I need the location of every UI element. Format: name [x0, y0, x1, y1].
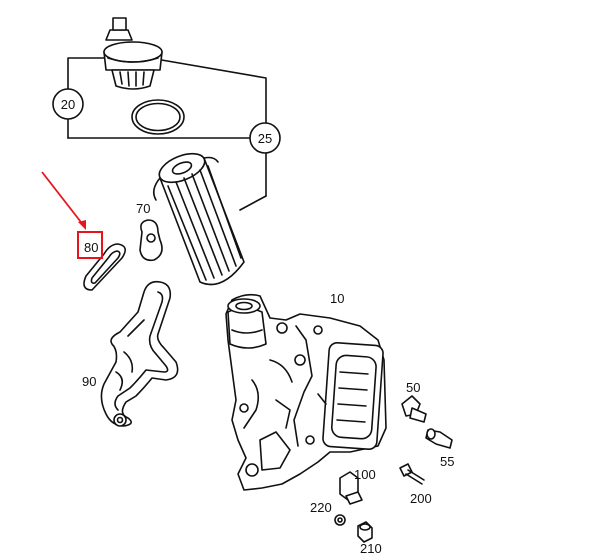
callout-20-text: 20: [61, 97, 75, 112]
label-90: 90: [82, 374, 96, 389]
label-220: 220: [310, 500, 332, 515]
sensor-55: [425, 428, 453, 449]
small-seal-70: [139, 219, 163, 262]
label-210: 210: [360, 541, 382, 556]
highlight-arrowhead: [78, 220, 86, 230]
label-10: 10: [330, 291, 344, 306]
highlight-arrow-line: [41, 171, 85, 227]
plug-210: [357, 521, 373, 543]
bolt-200: [399, 463, 425, 485]
filter-element: [152, 152, 245, 286]
highlight-annotation: [41, 171, 103, 259]
callout-25-text: 25: [258, 131, 272, 146]
highlight-box: [77, 231, 103, 259]
oil-filter-housing: [225, 293, 387, 491]
label-55: 55: [440, 454, 454, 469]
plug-100: [339, 471, 363, 505]
label-200: 200: [410, 491, 432, 506]
label-80: 80: [84, 240, 98, 255]
filter-cap: [103, 17, 163, 90]
gasket-90: [100, 280, 179, 427]
label-100: 100: [354, 467, 376, 482]
label-50: 50: [406, 380, 420, 395]
oval-gasket-80: [83, 243, 126, 291]
bracket-lines: [67, 57, 267, 211]
label-70: 70: [136, 201, 150, 216]
washer-220: [334, 514, 346, 526]
callout-25: 25: [249, 122, 281, 154]
seal-ring: [131, 99, 185, 135]
callout-20: 20: [52, 88, 84, 120]
sensor-50: [401, 395, 427, 423]
